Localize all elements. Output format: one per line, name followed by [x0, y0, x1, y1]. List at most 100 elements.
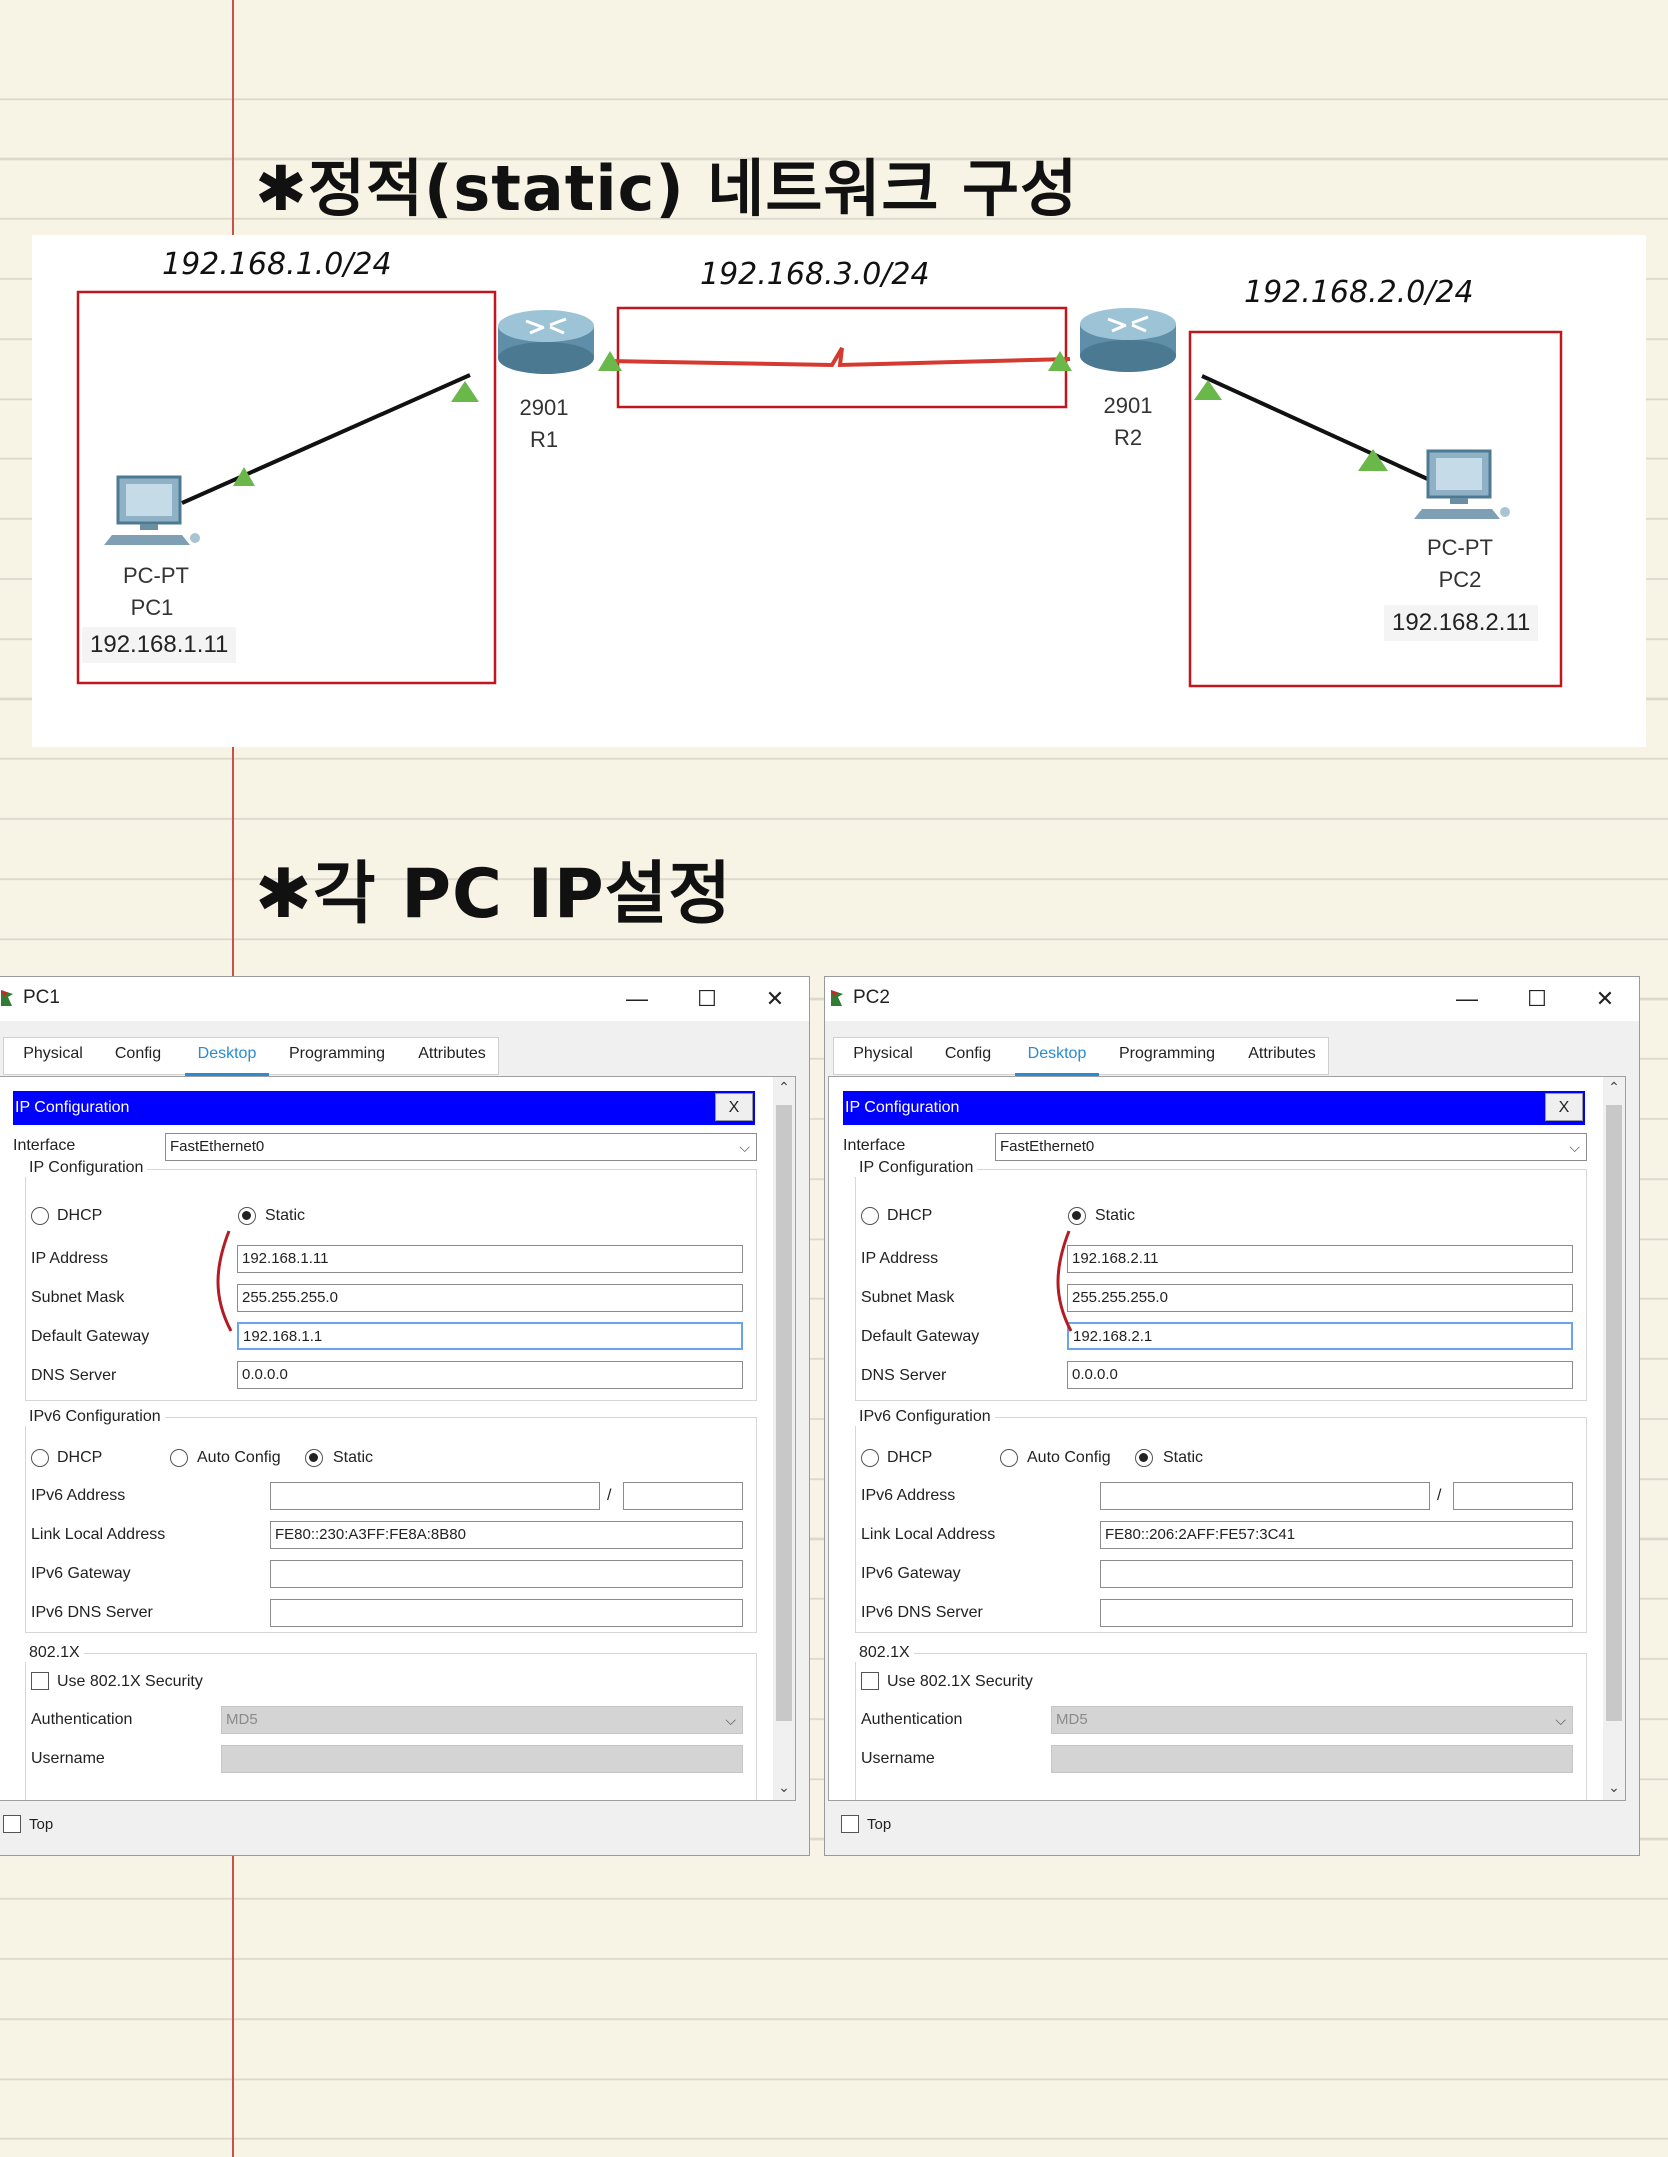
ipv6-group-title: IPv6 Configuration — [25, 1408, 165, 1426]
tab-strip — [3, 1037, 499, 1075]
window-title-bar[interactable]: PC2 — ☐ ✕ — [825, 977, 1639, 1021]
auto-config-label: Auto Config — [197, 1449, 281, 1466]
router-r1-icon[interactable] — [498, 310, 594, 374]
lan1-box — [76, 290, 497, 685]
link-pc1-r1 — [181, 373, 471, 505]
ipv6-gateway-input[interactable] — [1100, 1560, 1573, 1588]
subnet-mask-input[interactable]: 255.255.255.0 — [1067, 1284, 1573, 1312]
tab-config[interactable]: Config — [944, 1045, 992, 1062]
minimize-button[interactable]: — — [1456, 986, 1478, 1011]
ipv6-gateway-input[interactable] — [270, 1560, 743, 1588]
minimize-button[interactable]: — — [626, 986, 648, 1011]
auto-config-radio[interactable] — [1000, 1449, 1018, 1467]
tab-physical[interactable]: Physical — [853, 1045, 913, 1062]
authentication-label: Authentication — [861, 1711, 963, 1728]
maximize-button[interactable]: ☐ — [697, 986, 717, 1011]
close-ip-config-button[interactable]: X — [1545, 1093, 1583, 1121]
ip-address-input[interactable]: 192.168.2.11 — [1067, 1245, 1573, 1273]
packet-tracer-icon — [831, 990, 843, 1006]
tab-physical[interactable]: Physical — [23, 1045, 83, 1062]
ipv6-address-input[interactable] — [1100, 1482, 1430, 1510]
ipv6-dns-input[interactable] — [270, 1599, 743, 1627]
pc1-computer-icon[interactable] — [104, 475, 200, 545]
interface-select[interactable]: FastEthernet0⌵ — [165, 1133, 757, 1161]
default-gateway-input[interactable]: 192.168.2.1 — [1067, 1322, 1573, 1350]
scroll-down-icon[interactable]: ⌄ — [778, 1779, 790, 1795]
ipv4-group — [855, 1169, 1587, 1401]
ipv6-dhcp-label: DHCP — [887, 1449, 933, 1466]
tab-attributes[interactable]: Attributes — [418, 1045, 486, 1062]
port-indicator-r2-wan — [1048, 351, 1072, 371]
scroll-up-icon[interactable]: ⌃ — [778, 1079, 790, 1095]
scroll-down-icon[interactable]: ⌄ — [1608, 1779, 1620, 1795]
close-ip-config-button[interactable]: X — [715, 1093, 753, 1121]
scrollbar-thumb[interactable] — [776, 1105, 792, 1721]
ipv6-dns-input[interactable] — [1100, 1599, 1573, 1627]
network-label-wan: 192.168.3.0/24 — [700, 257, 930, 292]
vertical-scrollbar[interactable]: ⌃ ⌄ — [773, 1077, 795, 1800]
ipv6-group-title: IPv6 Configuration — [855, 1408, 995, 1426]
close-window-button[interactable]: ✕ — [765, 986, 785, 1011]
ipv4-group — [25, 1169, 757, 1401]
dns-server-label: DNS Server — [861, 1367, 947, 1384]
tab-programming[interactable]: Programming — [1118, 1045, 1216, 1062]
ipv6-address-label: IPv6 Address — [31, 1487, 126, 1504]
chevron-down-icon: ⌵ — [1555, 1712, 1566, 1728]
router-r2-icon[interactable] — [1080, 308, 1176, 372]
ipv6-prefix-input[interactable] — [623, 1482, 743, 1510]
ipv6-group — [25, 1417, 757, 1633]
pc2-computer-icon[interactable] — [1414, 449, 1510, 519]
dns-server-input[interactable]: 0.0.0.0 — [1067, 1361, 1573, 1389]
router-r2-name: R2 — [1113, 425, 1143, 450]
link-local-input[interactable]: FE80::206:2AFF:FE57:3C41 — [1100, 1521, 1573, 1549]
ip-config-title-bar: IP Configuration X — [13, 1091, 755, 1125]
vertical-scrollbar[interactable]: ⌃ ⌄ — [1603, 1077, 1625, 1800]
tab-attributes[interactable]: Attributes — [1248, 1045, 1316, 1062]
window-title: PC1 — [23, 987, 60, 1008]
port-indicator-r1-lan — [451, 381, 479, 402]
router-r1-name: R1 — [529, 427, 559, 452]
ip-address-label: IP Address — [31, 1250, 109, 1267]
top-checkbox[interactable] — [3, 1815, 21, 1833]
close-window-button[interactable]: ✕ — [1595, 986, 1615, 1011]
auto-config-radio[interactable] — [170, 1449, 188, 1467]
dhcp-radio[interactable] — [861, 1207, 879, 1225]
scrollbar-thumb[interactable] — [1606, 1105, 1622, 1721]
static-label: Static — [1095, 1207, 1136, 1224]
default-gateway-input[interactable]: 192.168.1.1 — [237, 1322, 743, 1350]
ip-address-input[interactable]: 192.168.1.11 — [237, 1245, 743, 1273]
ipv4-group-title: IP Configuration — [855, 1159, 978, 1177]
packet-tracer-icon — [1, 990, 13, 1006]
ipv6-prefix-input[interactable] — [1453, 1482, 1573, 1510]
dns-server-label: DNS Server — [31, 1367, 117, 1384]
static-radio[interactable] — [238, 1207, 256, 1225]
tab-desktop[interactable]: Desktop — [185, 1037, 269, 1077]
ipv6-address-input[interactable] — [270, 1482, 600, 1510]
use-8021x-checkbox[interactable] — [31, 1672, 49, 1690]
dhcp-label: DHCP — [887, 1207, 933, 1224]
dns-server-input[interactable]: 0.0.0.0 — [237, 1361, 743, 1389]
ipv6-dhcp-radio[interactable] — [31, 1449, 49, 1467]
static-radio[interactable] — [1068, 1207, 1086, 1225]
ipv6-dhcp-radio[interactable] — [861, 1449, 879, 1467]
scroll-up-icon[interactable]: ⌃ — [1608, 1079, 1620, 1095]
interface-select[interactable]: FastEthernet0⌵ — [995, 1133, 1587, 1161]
use-8021x-checkbox[interactable] — [861, 1672, 879, 1690]
top-checkbox[interactable] — [841, 1815, 859, 1833]
tab-config[interactable]: Config — [114, 1045, 162, 1062]
maximize-button[interactable]: ☐ — [1527, 986, 1547, 1011]
ipv6-dns-label: IPv6 DNS Server — [861, 1604, 983, 1621]
link-local-input[interactable]: FE80::230:A3FF:FE8A:8B80 — [270, 1521, 743, 1549]
tab-desktop[interactable]: Desktop — [1015, 1037, 1099, 1077]
window-title-bar[interactable]: PC1 — ☐ ✕ — [0, 977, 809, 1021]
authentication-value: MD5 — [1056, 1711, 1088, 1728]
ipv6-dns-label: IPv6 DNS Server — [31, 1604, 153, 1621]
ipv6-static-radio[interactable] — [305, 1449, 323, 1467]
username-input — [1051, 1745, 1573, 1773]
ipv6-static-radio[interactable] — [1135, 1449, 1153, 1467]
dhcp-radio[interactable] — [31, 1207, 49, 1225]
tab-programming[interactable]: Programming — [288, 1045, 386, 1062]
subnet-mask-input[interactable]: 255.255.255.0 — [237, 1284, 743, 1312]
link-local-label: Link Local Address — [31, 1526, 166, 1543]
ip-config-title: IP Configuration — [15, 1099, 130, 1116]
